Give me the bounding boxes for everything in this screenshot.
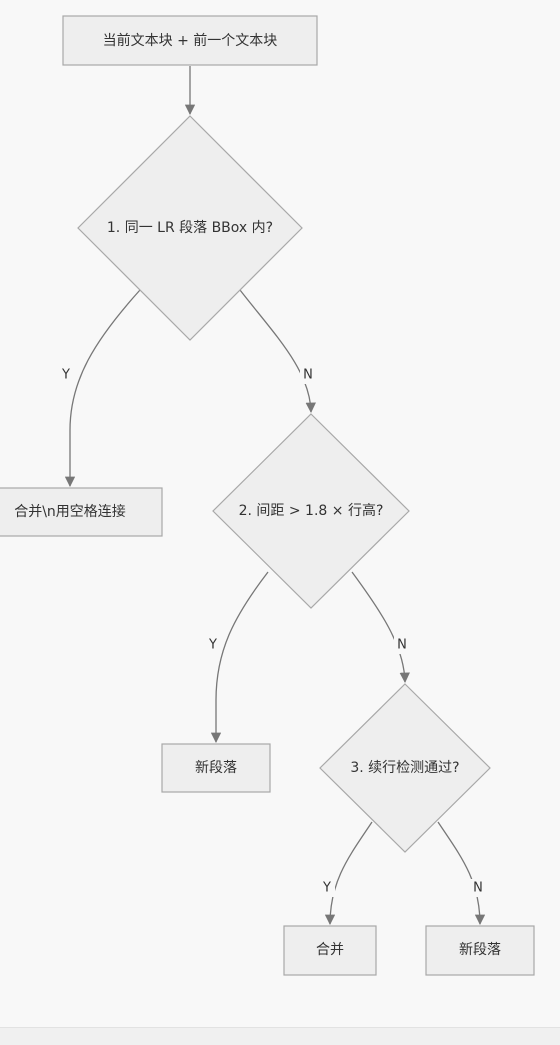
start-node-label: 当前文本块 + 前一个文本块 [103, 32, 278, 49]
start-node: 当前文本块 + 前一个文本块 [62, 15, 318, 66]
new-paragraph-node-1: 新段落 [161, 743, 271, 793]
decision-node-1-label: 1. 同一 LR 段落 BBox 内? [107, 220, 273, 236]
merge-node: 合并 [283, 925, 377, 976]
edge-decision2-no [351, 571, 410, 684]
decision-node-3-label: 3. 续行检测通过? [350, 759, 459, 776]
new-paragraph-node-2: 新段落 [425, 925, 535, 976]
edge-label-d1-yes: Y [58, 366, 74, 384]
edge-decision3-yes [324, 821, 373, 926]
decision-node-3: 3. 续行检测通过? [319, 683, 491, 853]
edge-decision1-no [239, 289, 316, 414]
edge-label-text: Y [61, 368, 70, 383]
horizontal-scrollbar-track[interactable] [0, 1027, 560, 1045]
decision-node-1: 1. 同一 LR 段落 BBox 内? [77, 115, 303, 341]
edge-label-d3-no: N [470, 879, 486, 897]
new-paragraph-node-2-label: 新段落 [459, 942, 501, 958]
merge-space-node: 合并\n用空格连接 [0, 487, 163, 537]
edge-label-d2-yes: Y [205, 636, 221, 654]
edge-label-d3-yes: Y [319, 879, 335, 897]
edge-label-text: N [397, 638, 407, 653]
decision-node-2-label: 2. 间距 > 1.8 × 行高? [239, 502, 384, 519]
edge-label-text: N [303, 368, 313, 383]
edge-label-text: Y [208, 638, 217, 653]
edge-decision3-no [437, 821, 486, 926]
edge-label-text: N [473, 881, 483, 896]
edge-label-d1-no: N [300, 366, 316, 384]
decision-node-2: 2. 间距 > 1.8 × 行高? [212, 413, 410, 609]
merge-node-label: 合并 [316, 942, 344, 958]
new-paragraph-node-1-label: 新段落 [195, 760, 237, 776]
edge-label-text: Y [322, 881, 331, 896]
edge-label-d2-no: N [394, 636, 410, 654]
edge-decision1-yes [64, 289, 141, 488]
merge-space-node-label: 合并\n用空格连接 [14, 503, 126, 520]
edge-decision2-yes [210, 571, 269, 744]
